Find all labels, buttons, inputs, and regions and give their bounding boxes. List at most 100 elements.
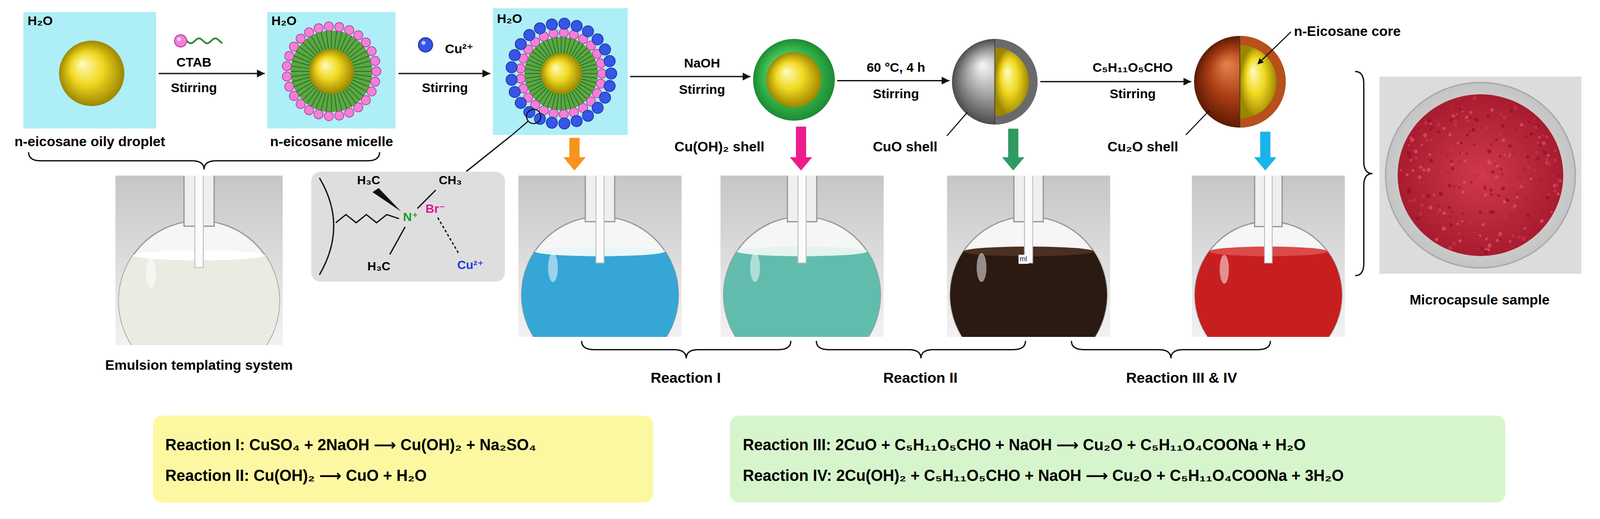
powder-grain [1412, 198, 1416, 202]
eicosane-core [994, 47, 1029, 116]
powder-grain [1462, 125, 1466, 129]
copper-ion [599, 92, 611, 104]
powder-grain [1532, 155, 1535, 158]
surfactant-tail [573, 44, 584, 58]
powder-grain [1469, 111, 1473, 115]
copper-micelle-panel: H₂O [492, 8, 628, 135]
powder-grain [1453, 123, 1458, 128]
powder-grain [1467, 129, 1472, 134]
surfactant-head [304, 28, 314, 38]
icon-highlight [421, 40, 426, 45]
process-arrow [1040, 80, 1192, 83]
powder-grain [1501, 148, 1505, 151]
powder-grain [1437, 204, 1440, 207]
powder-grain [1473, 143, 1476, 146]
oxide-shell-capsule-art [951, 38, 1038, 125]
powder-grain [1485, 247, 1488, 250]
powder-grain [1481, 223, 1486, 227]
powder-grain [1449, 214, 1453, 218]
surfactant-tail [547, 92, 554, 108]
powder-grain [1461, 220, 1464, 223]
surfactant-tail-layer [290, 30, 373, 113]
methyl-group: H₃C [357, 173, 381, 188]
powder-grain [1491, 210, 1495, 214]
surfactant-tail [566, 93, 571, 109]
surfactant-tail [524, 73, 541, 74]
surfactant-head [344, 25, 355, 35]
copper-ion [558, 117, 570, 129]
powder-grain [1420, 143, 1423, 146]
reaction-box-ground [153, 415, 654, 503]
petri-dish [1385, 82, 1576, 269]
sample-arrow [563, 137, 586, 171]
powder-grain [1421, 167, 1426, 172]
surfactant-head [549, 28, 559, 39]
powder-grain [1459, 185, 1463, 189]
powder-grain [1517, 235, 1521, 239]
powder-grain [1539, 222, 1542, 225]
powder-grain [1501, 138, 1506, 143]
powder-grain [1458, 239, 1462, 243]
powder-grain [1524, 197, 1527, 200]
copper-ion [505, 61, 518, 73]
powder-grain [1434, 204, 1437, 207]
flask-liquid [1194, 251, 1342, 369]
surfactant-tail [334, 31, 338, 50]
powder-grain [1437, 122, 1441, 127]
shell-sphere [951, 38, 1038, 125]
copper-ion [509, 86, 521, 98]
surfactant-tail [542, 41, 552, 56]
flask-photo [946, 174, 1111, 374]
powder-grain [1487, 108, 1491, 113]
condition-label: Stirring [421, 80, 469, 96]
powder-grain [1452, 241, 1457, 246]
surfactant-head [289, 91, 299, 101]
powder-grain [1472, 102, 1476, 105]
powder-grain [1408, 155, 1412, 159]
flask-liquid [521, 251, 679, 374]
powder-grain [1450, 210, 1453, 213]
flask-liquid [950, 251, 1108, 374]
powder-grain [1466, 119, 1469, 122]
structure-leader [466, 134, 513, 172]
copper-ion [571, 115, 583, 127]
surfactant-tail [571, 91, 580, 106]
surfactant-tail [581, 73, 598, 74]
powder-grain [1518, 186, 1522, 190]
surfactant-tail [560, 36, 562, 54]
copper-ion [582, 25, 594, 37]
powder-grain [1523, 226, 1527, 230]
powder-grain [1552, 173, 1557, 178]
surfactant-tail [342, 90, 352, 107]
powder-grain [1469, 229, 1473, 234]
methyl-group: CH₃ [438, 173, 462, 188]
powder-grain [1465, 133, 1470, 137]
surfactant-tail [293, 55, 311, 63]
powder-grain [1409, 159, 1412, 162]
water-label: H₂O [27, 13, 53, 29]
copper-ion [582, 110, 594, 122]
surfactant-head [370, 56, 381, 66]
powder-grain [1556, 173, 1560, 177]
powder-grain [1504, 214, 1507, 218]
powder-grain [1418, 147, 1422, 151]
surfactant-tail [527, 59, 543, 66]
ammonium-nitrogen: N⁺ [402, 210, 419, 224]
powder-grain [1438, 191, 1444, 196]
copper-ion [603, 80, 616, 92]
surfactant-tail [347, 42, 361, 56]
surfactant-tail [349, 46, 365, 58]
bromide-ion: Br⁻ [425, 201, 446, 216]
powder-grain [1497, 154, 1502, 159]
powder-grain [1441, 226, 1447, 231]
powder-grain [1541, 149, 1544, 152]
powder-grain [1512, 103, 1517, 108]
powder-grain [1508, 143, 1512, 148]
powder-grain [1423, 133, 1428, 138]
powder-grain [1506, 153, 1510, 157]
powder-grain [1480, 226, 1486, 231]
process-arrow [837, 79, 950, 82]
copper-ion [592, 33, 604, 45]
powder-grain [1497, 194, 1501, 197]
reagent-label: NaOH [683, 55, 720, 71]
